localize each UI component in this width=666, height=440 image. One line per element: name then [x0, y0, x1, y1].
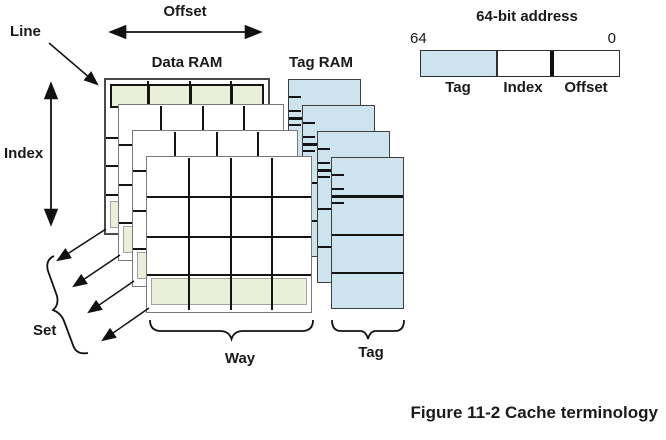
way-label: Way: [224, 350, 256, 367]
tag-row-stub: [318, 162, 330, 164]
tag-ram-way-panel: [331, 157, 404, 309]
tag-row-stub: [303, 150, 315, 152]
address-bit-0: 0: [607, 30, 616, 47]
figure-caption: Figure 11-2 Cache terminology: [410, 403, 658, 422]
tag-row-stub: [289, 124, 301, 126]
tag-row-line-thick: [332, 195, 403, 198]
address-title: 64-bit address: [476, 8, 578, 25]
index-span-label: Index: [4, 145, 44, 162]
line-label: Line: [10, 23, 41, 40]
tag-row-stub: [303, 136, 315, 138]
grid-line: [147, 196, 311, 198]
tag-ram-label: Tag RAM: [289, 54, 353, 71]
tag-row-stub: [289, 96, 301, 98]
address-bit-64: 64: [410, 30, 427, 47]
grid-line: [147, 274, 311, 276]
tag-row-stub: [332, 202, 344, 204]
set-arrow: [87, 280, 135, 314]
tag-row-stub: [289, 110, 301, 112]
grid-line: [271, 158, 273, 310]
grid-line: [230, 158, 232, 310]
address-field-tag: [421, 51, 496, 76]
line-pointer-arrow: [48, 42, 99, 86]
address-tag-label: Tag: [445, 79, 471, 96]
set-arrow: [101, 307, 150, 342]
cache-set-row: [151, 278, 307, 305]
tag-label: Tag: [358, 344, 384, 361]
grid-line: [188, 158, 190, 310]
tag-row-stub: [332, 174, 344, 176]
data-ram-way-panel: [146, 156, 312, 313]
line-row-divider: [230, 86, 233, 106]
tag-row-stub: [303, 122, 315, 124]
data-ram-label: Data RAM: [151, 54, 223, 71]
tag-row-line: [332, 272, 403, 274]
set-arrow: [56, 228, 107, 262]
address-box: [420, 50, 620, 77]
address-index-label: Index: [503, 79, 543, 96]
way-brace: [149, 319, 314, 343]
tag-brace: [331, 319, 405, 340]
tag-row-stub: [318, 148, 330, 150]
offset-span-label: Offset: [163, 3, 207, 20]
tag-row-stub: [332, 188, 344, 190]
grid-line: [147, 236, 311, 238]
set-label: Set: [33, 322, 57, 339]
set-arrow: [72, 254, 121, 288]
tag-row-stub: [318, 176, 330, 178]
address-field-divider: [496, 51, 498, 76]
line-row-divider: [189, 86, 192, 106]
address-field-divider-thick: [550, 51, 554, 76]
tag-row-line: [332, 234, 403, 236]
line-row-divider: [147, 86, 150, 106]
address-offset-label: Offset: [564, 79, 608, 96]
